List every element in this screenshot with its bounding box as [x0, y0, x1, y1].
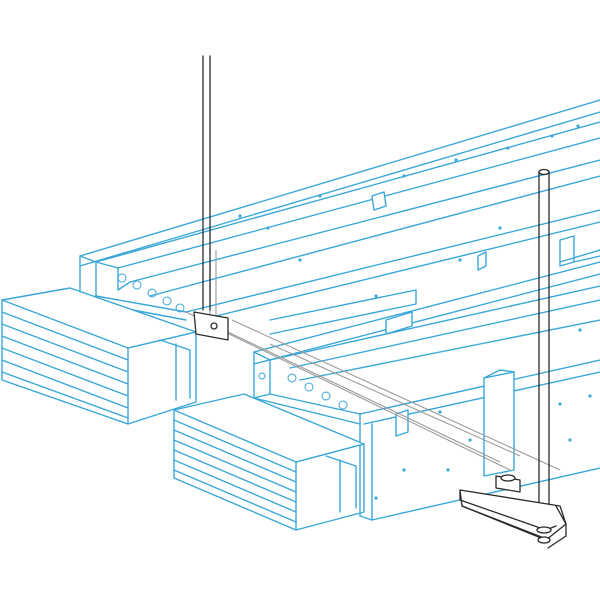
- right-hanger-rod: [538, 168, 550, 519]
- support-channel: [459, 474, 567, 549]
- front-busbar-run: [253, 261, 600, 521]
- rear-busbar-run: [79, 99, 600, 335]
- rear-conductor-stack: [1, 287, 197, 425]
- front-conductor-stack: [173, 393, 365, 531]
- left-hanger-rod: [193, 55, 229, 341]
